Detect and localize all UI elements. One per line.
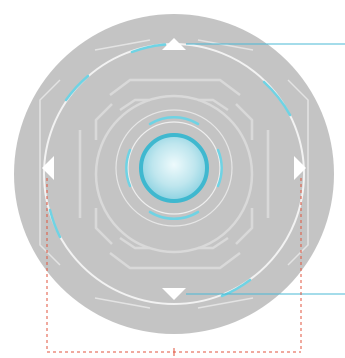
dial-svg <box>0 0 345 358</box>
control-dial-figure <box>0 0 345 358</box>
